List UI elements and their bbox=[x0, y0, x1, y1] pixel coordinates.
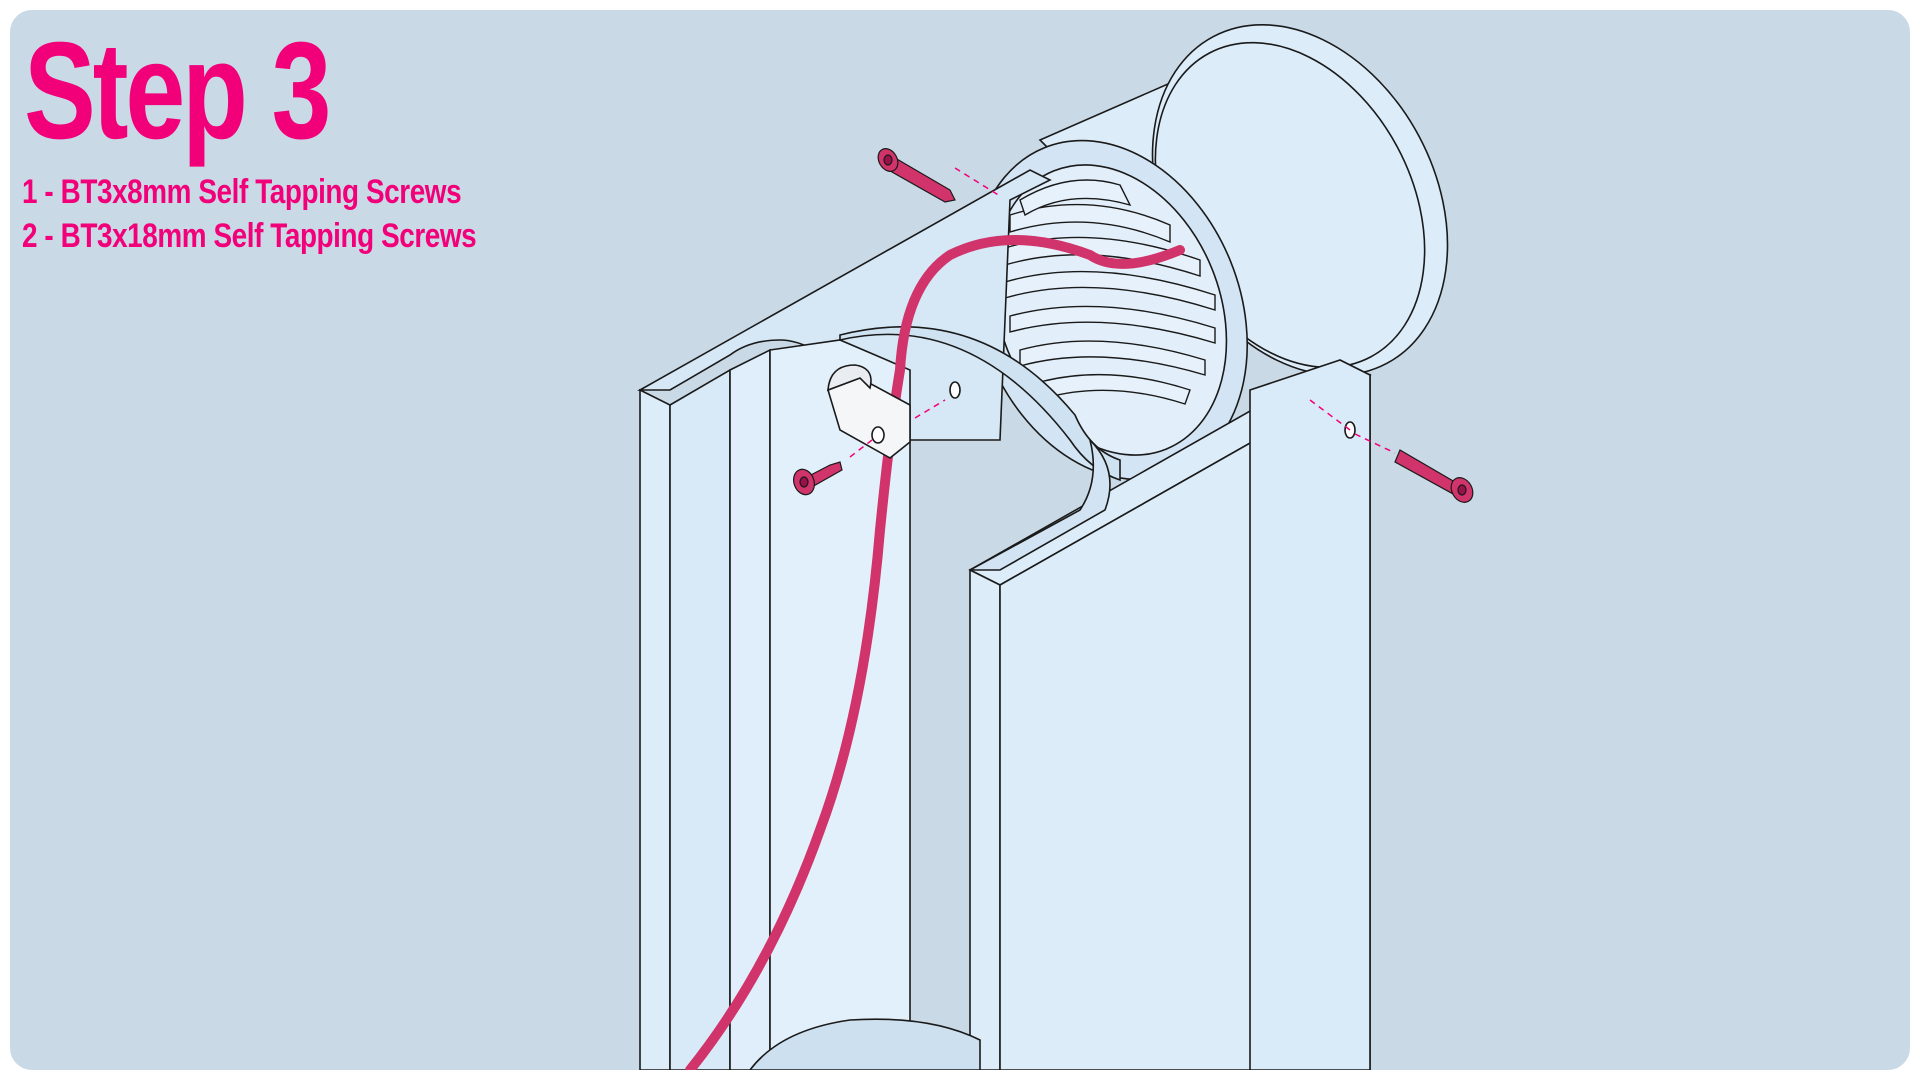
parts-list: 1 - BT3x8mm Self Tapping Screws 2 - BT3x… bbox=[22, 170, 477, 258]
channel-body bbox=[636, 169, 1372, 1070]
parts-list-item: 1 - BT3x8mm Self Tapping Screws bbox=[22, 173, 462, 211]
fan-grille-fins bbox=[1004, 179, 1216, 405]
screw-bt3x8-clip bbox=[793, 461, 843, 496]
cable-clip bbox=[827, 364, 911, 459]
assembly-drawing bbox=[636, 23, 1474, 1070]
screw-bt3x18-top bbox=[877, 148, 956, 203]
parts-list-item: 2 - BT3x18mm Self Tapping Screws bbox=[22, 217, 477, 255]
guide-lines bbox=[849, 167, 1396, 458]
step-title: Step 3 bbox=[24, 14, 331, 168]
screw-bt3x18-right bbox=[1394, 449, 1474, 503]
instruction-canvas: Step 3 1 - BT3x8mm Self Tapping Screws 2… bbox=[10, 10, 1910, 1070]
